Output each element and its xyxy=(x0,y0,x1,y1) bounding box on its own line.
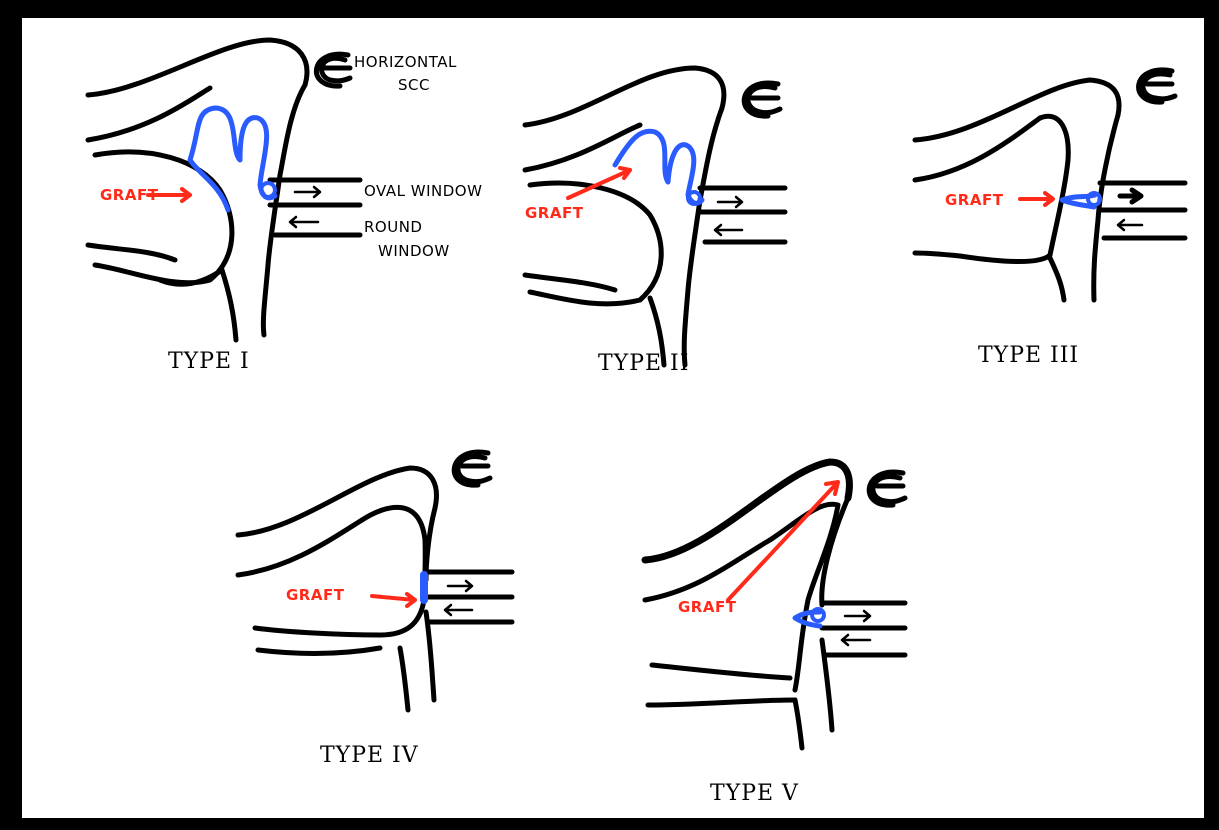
panel-title-type-5: TYPE V xyxy=(710,781,799,806)
graft-label-type-1: GRAFT xyxy=(100,186,159,204)
graft-label-type-5: GRAFT xyxy=(678,598,737,616)
oval-window-label: OVAL WINDOW xyxy=(364,182,482,200)
panel-title-type-2: TYPE II xyxy=(598,351,689,376)
horizontal-scc-label-1: HORIZONTAL xyxy=(354,53,457,71)
graft-label-type-2: GRAFT xyxy=(525,204,584,222)
panel-title-type-4: TYPE IV xyxy=(320,743,419,768)
round-window-label-2: WINDOW xyxy=(378,242,450,260)
graft-label-type-4: GRAFT xyxy=(286,586,345,604)
panel-title-type-3: TYPE III xyxy=(978,343,1079,368)
round-window-label-1: ROUND xyxy=(364,218,422,236)
panel-title-type-1: TYPE I xyxy=(168,349,250,374)
horizontal-scc-label-2: SCC xyxy=(398,76,430,94)
graft-label-type-3: GRAFT xyxy=(945,191,1004,209)
